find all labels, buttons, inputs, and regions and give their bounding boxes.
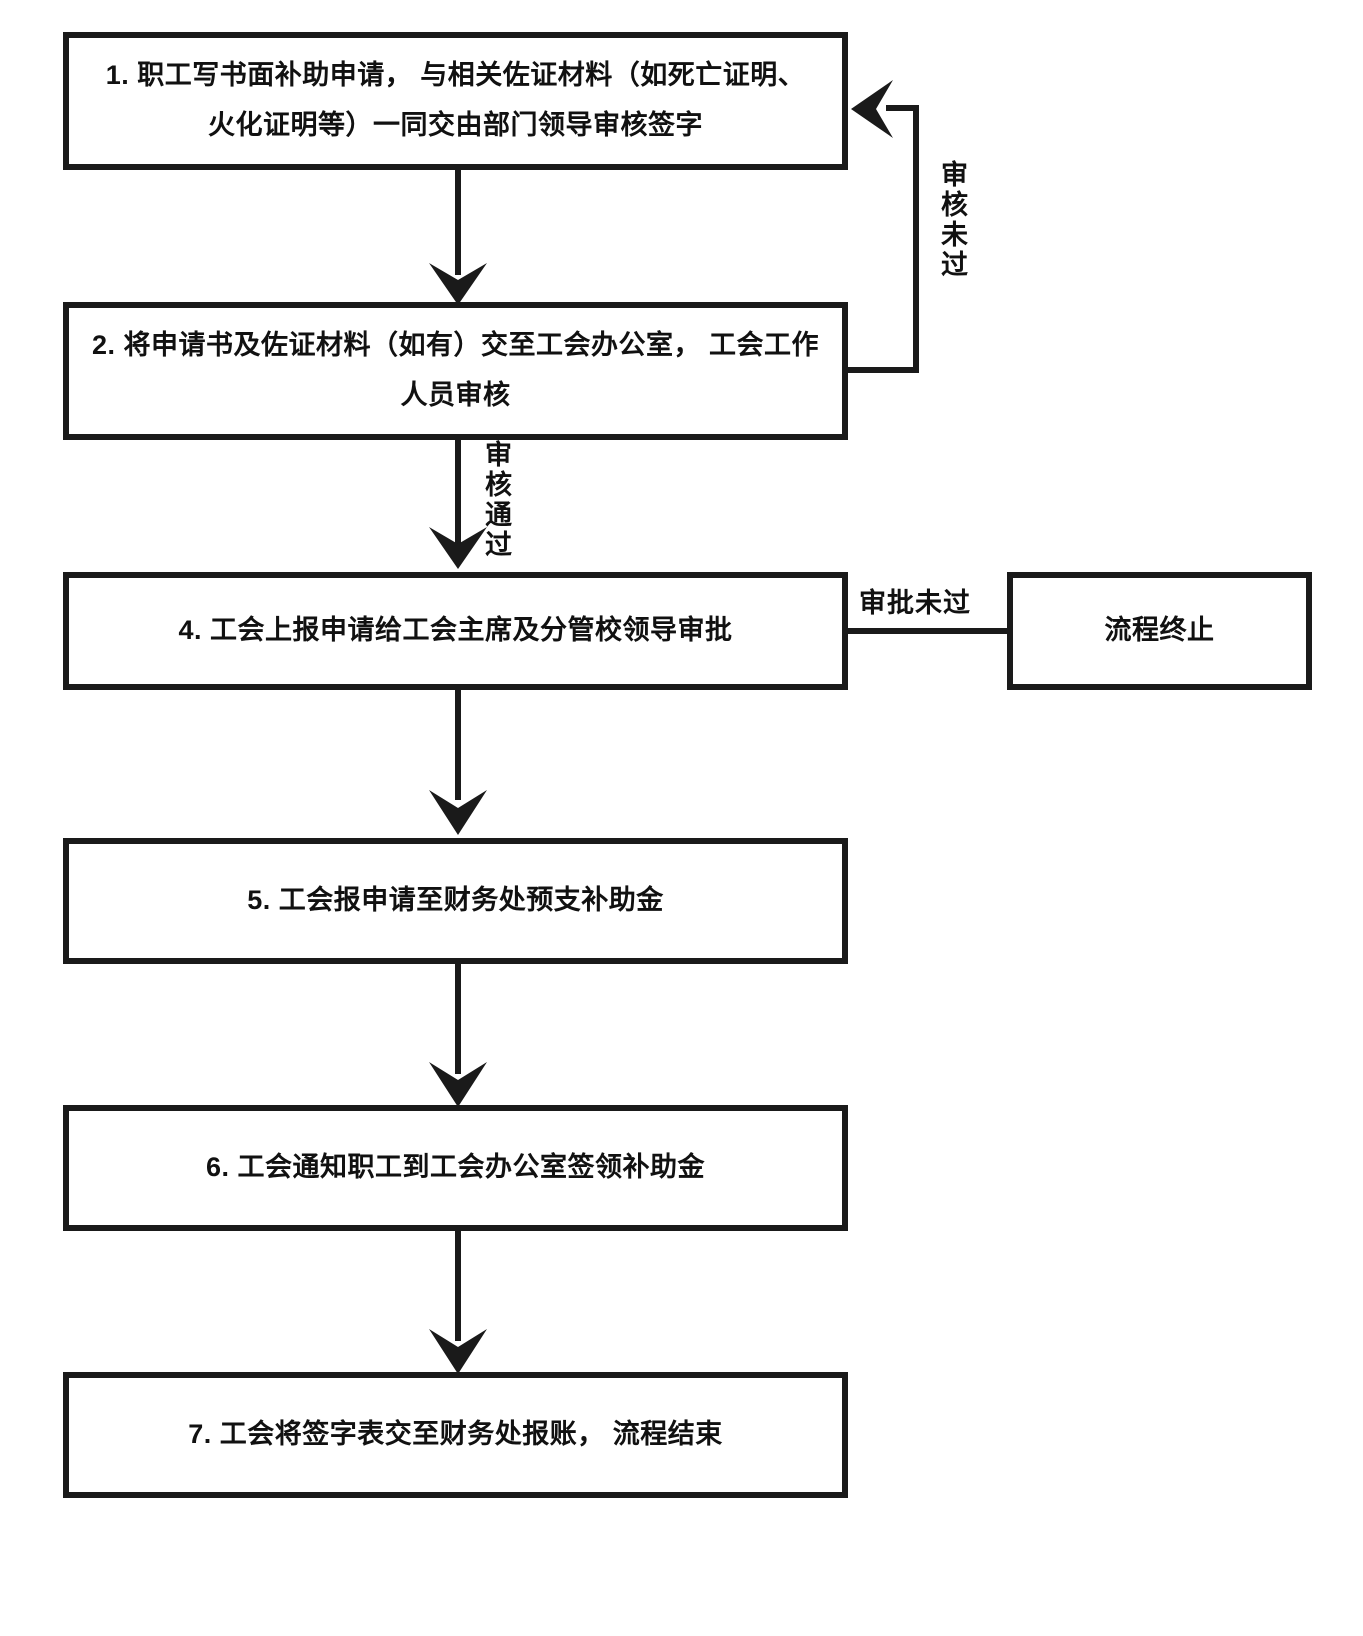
terminal-node-terminate-label: 流程终止	[1104, 615, 1215, 646]
process-node-step4[interactable]: 4. 工会上报申请给工会主席及分管校领导审批	[63, 572, 848, 690]
edge-label-review-failed: 审核未过	[937, 160, 967, 280]
connector-reject-top-segment	[886, 105, 919, 111]
connector-step1-to-step2-line	[455, 170, 461, 275]
process-node-step7[interactable]: 7. 工会将签字表交至财务处报账， 流程结束	[63, 1372, 848, 1498]
process-node-step2-label: 2. 将申请书及佐证材料（如有）交至工会办公室， 工会工作 人员审核	[91, 330, 820, 410]
connector-step6-to-step7-arrowhead	[429, 1329, 487, 1374]
process-node-step1[interactable]: 1. 职工写书面补助申请， 与相关佐证材料（如死亡证明、 火化证明等）一同交由部…	[63, 32, 848, 170]
connector-step4-to-terminate-line	[848, 628, 1008, 634]
connector-step2-to-step4-arrowhead	[429, 527, 487, 569]
connector-step6-to-step7-line	[455, 1231, 461, 1341]
connector-reject-bottom-segment	[848, 367, 919, 373]
process-node-step2[interactable]: 2. 将申请书及佐证材料（如有）交至工会办公室， 工会工作 人员审核	[63, 302, 848, 440]
edge-label-review-passed: 审核通过	[481, 440, 511, 560]
connector-reject-vertical-segment	[913, 105, 919, 373]
process-node-step6[interactable]: 6. 工会通知职工到工会办公室签领补助金	[63, 1105, 848, 1231]
connector-step4-to-step5-arrowhead	[429, 790, 487, 835]
process-node-step6-label: 6. 工会通知职工到工会办公室签领补助金	[205, 1152, 706, 1183]
connector-step5-to-step6-arrowhead	[429, 1062, 487, 1107]
connector-step1-to-step2-arrowhead	[429, 263, 487, 305]
process-node-step5[interactable]: 5. 工会报申请至财务处预支补助金	[63, 838, 848, 964]
process-node-step4-label: 4. 工会上报申请给工会主席及分管校领导审批	[178, 615, 733, 646]
connector-step2-to-step4-line	[455, 440, 461, 545]
connector-reject-arrowhead	[851, 80, 893, 138]
connector-step4-to-step5-line	[455, 690, 461, 800]
process-node-step1-label: 1. 职工写书面补助申请， 与相关佐证材料（如死亡证明、 火化证明等）一同交由部…	[105, 60, 806, 140]
terminal-node-terminate[interactable]: 流程终止	[1007, 572, 1312, 690]
process-node-step5-label: 5. 工会报申请至财务处预支补助金	[247, 885, 664, 916]
edge-label-approval-failed: 审批未过	[859, 588, 971, 618]
process-node-step7-label: 7. 工会将签字表交至财务处报账， 流程结束	[188, 1419, 723, 1450]
connector-step5-to-step6-line	[455, 964, 461, 1074]
